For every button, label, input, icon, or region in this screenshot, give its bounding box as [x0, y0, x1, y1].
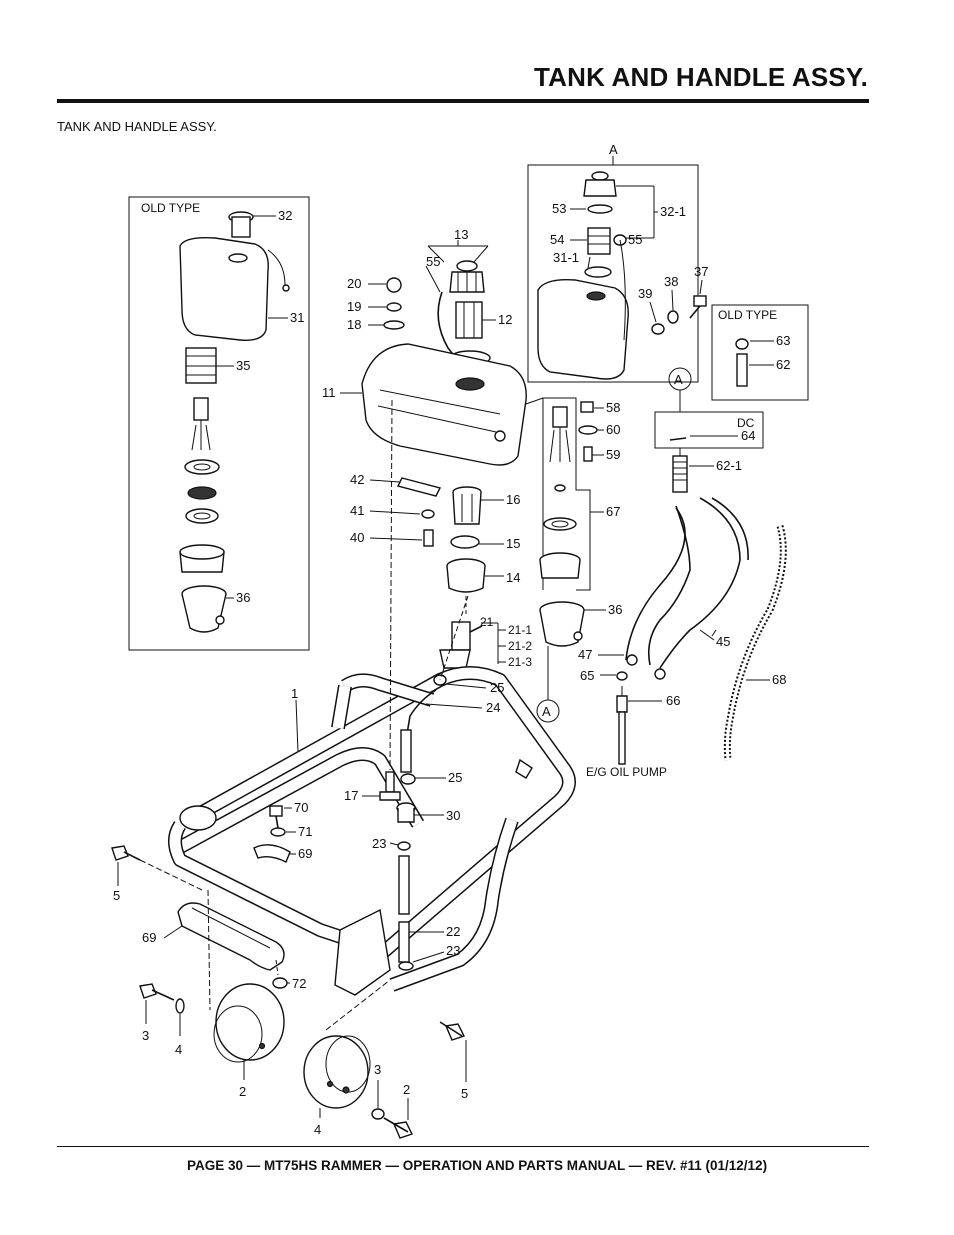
part-label-21-2: 21-2: [508, 639, 532, 653]
part-label-31-1: 31-1: [553, 250, 579, 265]
part-label-22: 22: [446, 924, 460, 939]
fittings-37-39: 39 38 37: [638, 264, 708, 335]
page-title: TANK AND HANDLE ASSY.: [533, 62, 868, 92]
part-label-42: 42: [350, 472, 364, 487]
part-label-4b: 3: [374, 1062, 381, 1077]
part-label-24: 24: [486, 700, 500, 715]
part-label-59: 59: [606, 447, 620, 462]
part-label-39: 39: [638, 286, 652, 301]
callout-letter-a-right: A: [674, 372, 683, 387]
part-label-69b: 69: [142, 930, 156, 945]
part-label-58: 58: [606, 400, 620, 415]
part-label-23a: 23: [372, 836, 386, 851]
part-label-21-1: 21-1: [508, 623, 532, 637]
part-label-4a: 4: [175, 1042, 182, 1057]
dc-box-wiring: A DC 64 62-1 45 47 65 66: [578, 367, 787, 779]
center-tank-assembly: 13 55 12 20 19 18 11: [322, 227, 532, 683]
callout-letter-a-bottom: A: [542, 704, 551, 719]
part-label-67: 67: [606, 504, 620, 519]
part-label-1: 1: [291, 686, 298, 701]
part-label-16: 16: [506, 492, 520, 507]
part-label-2a: 2: [239, 1084, 246, 1099]
part-label-11: 11: [322, 385, 336, 400]
note-eg-oil-pump: E/G OIL PUMP: [586, 765, 667, 779]
part-label-70: 70: [294, 800, 308, 815]
part-label-13: 13: [454, 227, 468, 242]
part-label-37: 37: [694, 264, 708, 279]
part-label-23b: 23: [446, 943, 460, 958]
part-label-68: 68: [772, 672, 786, 687]
part-label-3b: 2: [403, 1082, 410, 1097]
part-label-62: 62: [776, 357, 790, 372]
part-label-5b: 5: [461, 1086, 468, 1101]
header-rule: [57, 99, 869, 103]
part-label-55b: 55: [628, 232, 642, 247]
part-label-63: 63: [776, 333, 790, 348]
old-type-right-label: OLD TYPE: [718, 308, 777, 322]
part-label-20: 20: [347, 276, 361, 291]
part-label-41: 41: [350, 503, 364, 518]
part-label-17: 17: [344, 788, 358, 803]
page-footer: PAGE 30 — MT75HS RAMMER — OPERATION AND …: [186, 1158, 768, 1173]
part-label-2b: 4: [314, 1122, 321, 1137]
part-label-69a: 69: [298, 846, 312, 861]
clamp-parts: 70 71 69 5 69 72 3: [111, 800, 468, 1139]
part-label-25b: 25: [448, 770, 462, 785]
part-label-5a: 5: [113, 888, 120, 903]
part-label-64: 64: [741, 428, 755, 443]
part-label-38: 38: [664, 274, 678, 289]
part-label-65: 65: [580, 668, 594, 683]
part-label-71: 71: [298, 824, 312, 839]
strainer-group-67: 58 60 59 67 36 A: [525, 397, 622, 723]
part-label-15: 15: [506, 536, 520, 551]
part-label-21-3: 21-3: [508, 655, 532, 669]
part-label-12: 12: [498, 312, 512, 327]
handle-frame: 1 25 24 25 17 30 23 22 23: [168, 399, 576, 996]
part-label-47: 47: [578, 647, 592, 662]
detail-box-a: A 53 32-1 54 55 31-1: [527, 142, 699, 383]
part-label-32-1: 32-1: [660, 204, 686, 219]
part-label-25a: 25: [490, 680, 504, 695]
part-label-21: 21: [480, 615, 494, 629]
part-label-19: 19: [347, 299, 361, 314]
part-label-53: 53: [552, 201, 566, 216]
part-label-36b: 36: [608, 602, 622, 617]
part-label-66: 66: [666, 693, 680, 708]
part-label-36: 36: [236, 590, 250, 605]
part-label-72: 72: [292, 976, 306, 991]
part-label-3a: 3: [142, 1028, 149, 1043]
old-type-left-label: OLD TYPE: [141, 201, 200, 215]
part-label-18: 18: [347, 317, 361, 332]
part-label-60: 60: [606, 422, 620, 437]
part-label-31: 31: [290, 310, 304, 325]
section-subtitle: TANK AND HANDLE ASSY.: [57, 119, 217, 134]
old-type-right-box: OLD TYPE 63 62: [711, 304, 809, 401]
part-label-55a: 55: [426, 254, 440, 269]
old-type-left-box: OLD TYPE 32: [128, 196, 310, 651]
part-label-54: 54: [550, 232, 564, 247]
part-label-14: 14: [506, 570, 520, 585]
footer-rule: [57, 1146, 869, 1147]
callout-letter-a-top: A: [609, 142, 618, 157]
part-label-35: 35: [236, 358, 250, 373]
dc-box-label: DC: [737, 416, 755, 430]
part-label-45: 45: [716, 634, 730, 649]
part-label-30: 30: [446, 808, 460, 823]
part-label-40: 40: [350, 530, 364, 545]
part-label-62-1: 62-1: [716, 458, 742, 473]
part-label-32: 32: [278, 208, 292, 223]
